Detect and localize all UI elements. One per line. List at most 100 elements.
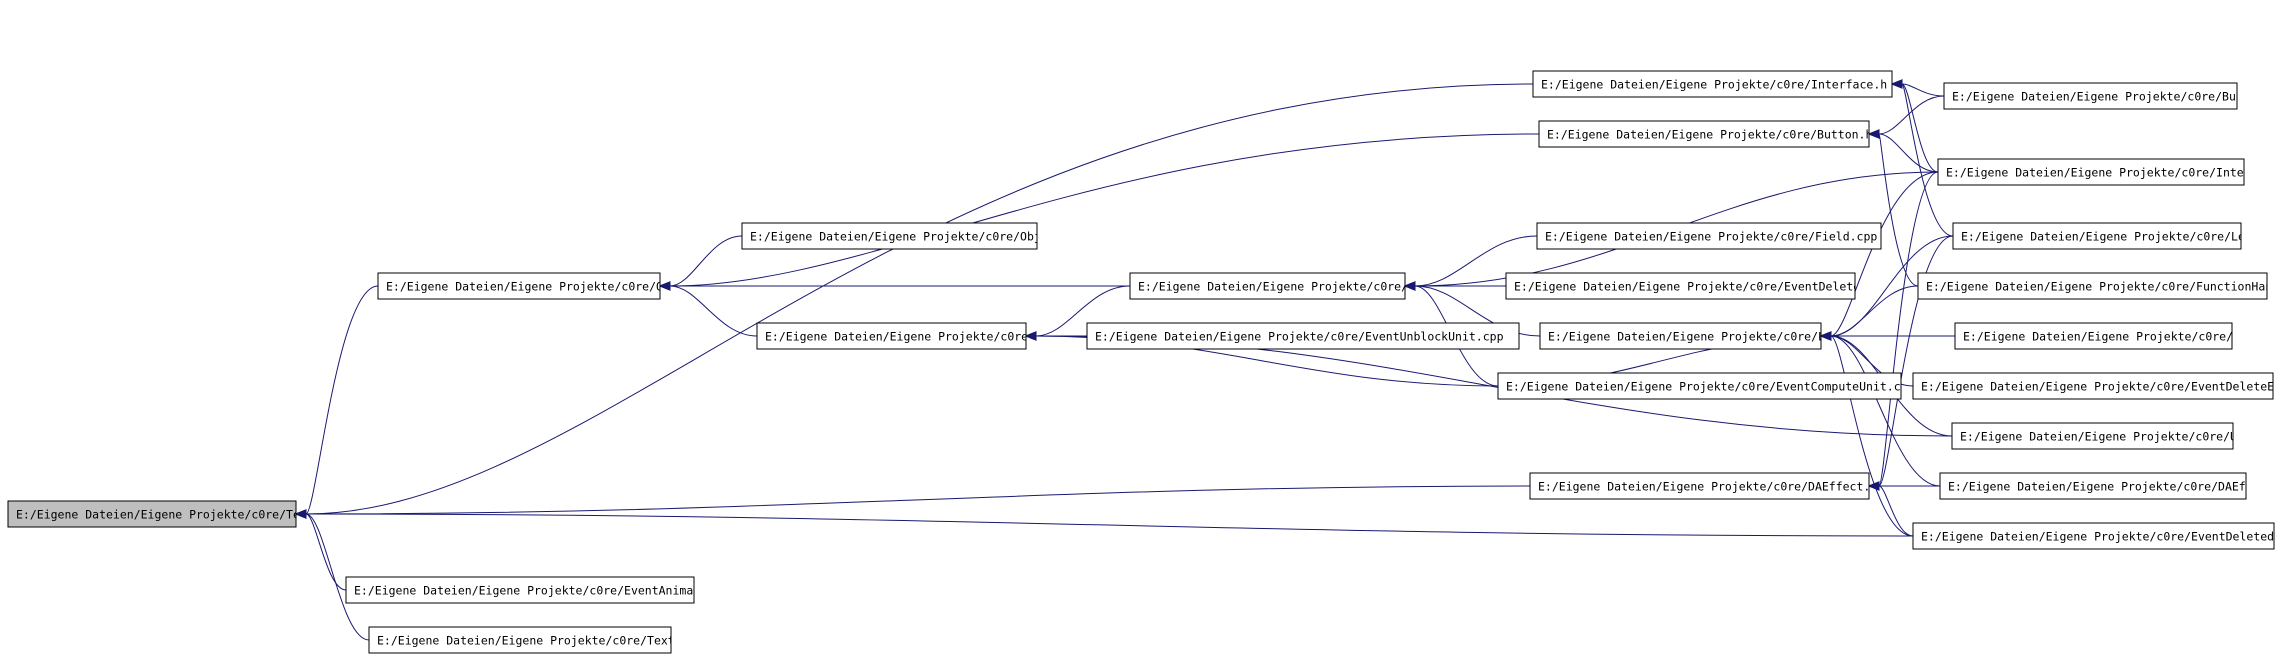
dependency-edge [305, 485, 1531, 515]
node-level-cpp[interactable]: E:/Eigene Dateien/Eigene Projekte/c0re/L… [1952, 222, 2277, 250]
node-box[interactable] [1497, 372, 1902, 400]
dependency-edge [1878, 235, 1954, 487]
dependency-edge [1901, 83, 1954, 237]
node-label: E:/Eigene Dateien/Eigene Projekte/c0re/L… [1548, 330, 1867, 344]
arrowhead [1819, 331, 1832, 341]
arrowhead [1867, 129, 1880, 139]
node-label: E:/Eigene Dateien/Eigene Projekte/c0re/E… [1095, 330, 1504, 344]
node-label: E:/Eigene Dateien/Eigene Projekte/c0re/D… [1948, 480, 2277, 494]
dependency-edge [669, 285, 758, 337]
node-label: E:/Eigene Dateien/Eigene Projekte/c0re/I… [1946, 166, 2277, 180]
node-box[interactable] [1939, 472, 2247, 500]
node-box[interactable] [756, 322, 1027, 350]
dependency-edge [1414, 235, 1538, 287]
dependency-edge [1878, 133, 1919, 287]
dependency-edge [1830, 171, 1939, 337]
node-box[interactable] [1954, 322, 2233, 350]
node-label: E:/Eigene Dateien/Eigene Projekte/c0re/F… [1138, 280, 1457, 294]
node-box[interactable] [1912, 372, 2274, 400]
node-field-cpp[interactable]: E:/Eigene Dateien/Eigene Projekte/c0re/F… [1536, 222, 1882, 250]
node-unit-cpp[interactable]: E:/Eigene Dateien/Eigene Projekte/c0re/U… [1951, 422, 2277, 450]
node-label: E:/Eigene Dateien/Eigene Projekte/c0re/T… [16, 508, 348, 522]
node-label: E:/Eigene Dateien/Eigene Projekte/c0re/B… [1547, 128, 1872, 142]
node-box[interactable] [1952, 222, 2242, 250]
node-box[interactable] [1129, 272, 1406, 300]
node-event-compute-unit-cpp[interactable]: E:/Eigene Dateien/Eigene Projekte/c0re/E… [1497, 372, 1915, 400]
node-interface-h[interactable]: E:/Eigene Dateien/Eigene Projekte/c0re/I… [1532, 70, 1893, 98]
nodes-layer: E:/Eigene Dateien/Eigene Projekte/c0re/T… [7, 70, 2277, 654]
dependency-edge [669, 133, 1540, 287]
node-field-h[interactable]: E:/Eigene Dateien/Eigene Projekte/c0re/F… [1129, 272, 1457, 300]
node-unit-h[interactable]: E:/Eigene Dateien/Eigene Projekte/c0re/U… [756, 322, 1077, 350]
arrowhead [1867, 481, 1880, 491]
node-box[interactable] [345, 576, 695, 604]
node-box[interactable] [1538, 120, 1870, 148]
node-object-cpp[interactable]: E:/Eigene Dateien/Eigene Projekte/c0re/O… [741, 222, 1089, 250]
node-box[interactable] [1951, 422, 2234, 450]
node-box[interactable] [1536, 222, 1882, 250]
node-event-deleted-cpp[interactable]: E:/Eigene Dateien/Eigene Projekte/c0re/E… [1912, 522, 2277, 550]
node-box[interactable] [1539, 322, 1822, 350]
node-box[interactable] [1912, 522, 2275, 550]
node-texture-cpp[interactable]: E:/Eigene Dateien/Eigene Projekte/c0re/T… [368, 626, 723, 654]
node-object-h[interactable]: E:/Eigene Dateien/Eigene Projekte/c0re/O… [377, 272, 711, 300]
dependency-edge [1830, 285, 1919, 337]
node-interface-cpp[interactable]: E:/Eigene Dateien/Eigene Projekte/c0re/I… [1937, 158, 2277, 186]
node-label: E:/Eigene Dateien/Eigene Projekte/c0re/F… [1926, 280, 2277, 294]
arrowhead [1890, 79, 1903, 89]
dependency-edge [1901, 83, 1939, 173]
node-box[interactable] [1937, 158, 2245, 186]
node-function-handler-cpp[interactable]: E:/Eigene Dateien/Eigene Projekte/c0re/F… [1917, 272, 2277, 300]
node-label: E:/Eigene Dateien/Eigene Projekte/c0re/E… [1921, 380, 2277, 394]
dependency-edge [1878, 485, 1914, 537]
dependency-edge [1878, 171, 1939, 487]
dependency-edge [1878, 133, 1939, 173]
arrowhead [1024, 331, 1037, 341]
node-label: E:/Eigene Dateien/Eigene Projekte/c0re/E… [1921, 530, 2277, 544]
node-box[interactable] [741, 222, 1038, 250]
dependency-edge [1901, 83, 1945, 97]
arrowhead [294, 509, 307, 519]
node-texture-h[interactable]: E:/Eigene Dateien/Eigene Projekte/c0re/T… [7, 500, 348, 528]
dependency-edge [1414, 285, 1541, 337]
arrowhead [1403, 281, 1416, 291]
node-label: E:/Eigene Dateien/Eigene Projekte/c0re/B… [1952, 90, 2277, 104]
node-event-delete-unit-cpp[interactable]: E:/Eigene Dateien/Eigene Projekte/c0re/E… [1505, 272, 1916, 300]
node-event-animation-cpp[interactable]: E:/Eigene Dateien/Eigene Projekte/c0re/E… [345, 576, 749, 604]
node-label: E:/Eigene Dateien/Eigene Projekte/c0re/U… [765, 330, 1077, 344]
node-button-h[interactable]: E:/Eigene Dateien/Eigene Projekte/c0re/B… [1538, 120, 1872, 148]
node-event-delete-effect-cpp[interactable]: E:/Eigene Dateien/Eigene Projekte/c0re/E… [1912, 372, 2277, 400]
dependency-edge [669, 235, 743, 287]
node-box[interactable] [377, 272, 661, 300]
node-box[interactable] [1505, 272, 1856, 300]
node-level-h[interactable]: E:/Eigene Dateien/Eigene Projekte/c0re/L… [1539, 322, 1867, 350]
node-box[interactable] [1943, 82, 2238, 110]
node-label: E:/Eigene Dateien/Eigene Projekte/c0re/F… [1545, 230, 1877, 244]
node-box[interactable] [368, 626, 672, 654]
node-label: E:/Eigene Dateien/Eigene Projekte/c0re/E… [1506, 380, 1915, 394]
node-button-cpp[interactable]: E:/Eigene Dateien/Eigene Projekte/c0re/B… [1943, 82, 2277, 110]
node-box[interactable] [1086, 322, 1520, 350]
node-label: E:/Eigene Dateien/Eigene Projekte/c0re/E… [1514, 280, 1916, 294]
node-daeffect-cpp[interactable]: E:/Eigene Dateien/Eigene Projekte/c0re/D… [1939, 472, 2277, 500]
arrowhead [658, 281, 671, 291]
dependency-edge [1878, 95, 1945, 135]
node-label: E:/Eigene Dateien/Eigene Projekte/c0re/D… [1538, 480, 1877, 494]
node-box[interactable] [1532, 70, 1893, 98]
node-label: E:/Eigene Dateien/Eigene Projekte/c0re/c… [1963, 330, 2277, 344]
node-box[interactable] [1917, 272, 2268, 300]
node-c0re-cpp[interactable]: E:/Eigene Dateien/Eigene Projekte/c0re/c… [1954, 322, 2277, 350]
node-event-unblock-unit-cpp[interactable]: E:/Eigene Dateien/Eigene Projekte/c0re/E… [1086, 322, 1520, 350]
node-label: E:/Eigene Dateien/Eigene Projekte/c0re/O… [386, 280, 711, 294]
node-box[interactable] [1529, 472, 1870, 500]
node-label: E:/Eigene Dateien/Eigene Projekte/c0re/L… [1961, 230, 2277, 244]
node-label: E:/Eigene Dateien/Eigene Projekte/c0re/U… [1960, 430, 2277, 444]
node-box[interactable] [7, 500, 297, 528]
node-daeffect-h[interactable]: E:/Eigene Dateien/Eigene Projekte/c0re/D… [1529, 472, 1877, 500]
node-label: E:/Eigene Dateien/Eigene Projekte/c0re/O… [750, 230, 1089, 244]
dependency-edge [305, 513, 347, 591]
node-label: E:/Eigene Dateien/Eigene Projekte/c0re/T… [377, 634, 723, 648]
dependency-edge [1830, 335, 1914, 537]
dependency-edge [305, 83, 1534, 515]
